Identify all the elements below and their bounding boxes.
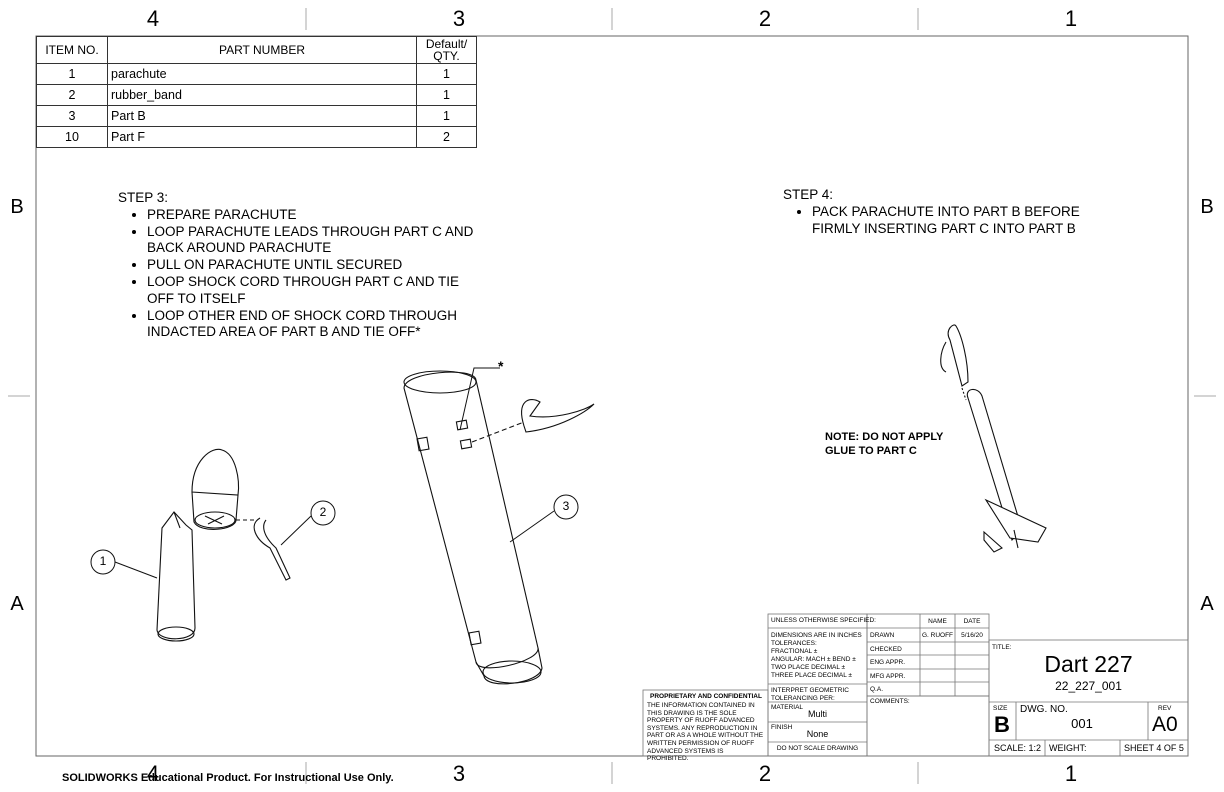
two-place-label: TWO PLACE DECIMAL ± <box>771 664 846 671</box>
zone-label-top: 3 <box>452 6 466 31</box>
rev-value: A0 <box>1152 713 1178 736</box>
dimensions-note: DIMENSIONS ARE IN INCHES <box>771 632 862 639</box>
dwg-no-label: DWG. NO. <box>1020 704 1068 715</box>
solidworks-watermark: SOLIDWORKS Educational Product. For Inst… <box>62 772 394 784</box>
material-label: MATERIAL <box>771 704 804 711</box>
zone-label-top: 2 <box>758 6 772 31</box>
bom-header-qty: Default/ QTY. <box>416 36 477 64</box>
unless-specified: UNLESS OTHERWISE SPECIFIED: <box>771 617 876 624</box>
zone-label-bottom: 3 <box>452 761 466 786</box>
step-4-instructions: STEP 4: PACK PARACHUTE INTO PART B BEFOR… <box>783 187 1093 237</box>
material-value: Multi <box>807 709 827 719</box>
proprietary-title: PROPRIETARY AND CONFIDENTIAL <box>650 693 762 700</box>
date-header: DATE <box>963 618 981 625</box>
finish-label: FINISH <box>771 724 793 731</box>
size-value: B <box>994 712 1010 737</box>
mfg-appr-label: MFG APPR. <box>870 673 906 680</box>
finish-value: None <box>806 729 829 739</box>
drawn-date: 5/16/20 <box>961 632 983 639</box>
step-3-item: LOOP OTHER END OF SHOCK CORD THROUGH IND… <box>147 308 478 342</box>
rev-label: REV <box>1158 705 1172 712</box>
dwg-no-value: 001 <box>1071 716 1093 731</box>
zone-label-left: A <box>10 593 24 615</box>
bom-qty: 2 <box>416 126 477 148</box>
proprietary-text: THE INFORMATION CONTAINED IN THIS DRAWIN… <box>647 702 764 763</box>
qa-label: Q.A. <box>870 686 884 693</box>
drawn-name: G. RUOFF <box>921 632 954 639</box>
step-3-item: LOOP SHOCK CORD THROUGH PART C AND TIE O… <box>147 274 478 308</box>
angular-label: ANGULAR: MACH ± BEND ± <box>771 656 856 663</box>
weight-label: WEIGHT: <box>1049 743 1087 753</box>
checked-label: CHECKED <box>870 646 902 653</box>
bom-part: Part B <box>107 105 417 127</box>
zone-label-top: 4 <box>146 6 160 31</box>
zone-label-bottom: 4 <box>146 761 160 786</box>
drawn-label: DRAWN <box>870 632 895 639</box>
step-4-title: STEP 4: <box>783 187 834 202</box>
step-3-title: STEP 3: <box>118 190 169 205</box>
bill-of-materials-table: ITEM NO. PART NUMBER Default/ QTY. 1 par… <box>36 36 477 148</box>
size-label: SIZE <box>993 705 1008 712</box>
zone-label-left: B <box>10 196 24 218</box>
step-3-item: PULL ON PARACHUTE UNTIL SECURED <box>147 257 478 274</box>
zone-label-right: B <box>1200 196 1214 218</box>
bom-row: 2 rubber_band 1 <box>36 84 477 106</box>
interpret-label: INTERPRET GEOMETRIC TOLERANCING PER: <box>771 687 849 702</box>
step-4-item: PACK PARACHUTE INTO PART B BEFORE FIRMLY… <box>812 204 1093 238</box>
fractional-label: FRACTIONAL ± <box>771 648 818 655</box>
title-label: TITLE: <box>992 644 1012 651</box>
bom-header-part: PART NUMBER <box>107 36 417 64</box>
bom-part: Part F <box>107 126 417 148</box>
step-3-item: LOOP PARACHUTE LEADS THROUGH PART C AND … <box>147 224 478 258</box>
balloon-label: 1 <box>99 554 107 568</box>
eng-appr-label: ENG APPR. <box>870 659 906 666</box>
sheet-label: SHEET 4 OF 5 <box>1124 743 1184 753</box>
zone-label-bottom: 1 <box>1064 761 1078 786</box>
zone-label-right: A <box>1200 593 1214 615</box>
balloon-label: 3 <box>562 499 570 513</box>
three-place-label: THREE PLACE DECIMAL ± <box>771 672 852 679</box>
bom-qty: 1 <box>416 63 477 85</box>
comments-label: COMMENTS: <box>870 698 910 705</box>
drawing-subtitle: 22_227_001 <box>1055 679 1122 693</box>
scale-label: SCALE: 1:2 <box>994 743 1042 753</box>
no-scale-note: DO NOT SCALE DRAWING <box>776 745 859 752</box>
bom-part: parachute <box>107 63 417 85</box>
bom-row: 10 Part F 2 <box>36 126 477 148</box>
bom-row: 3 Part B 1 <box>36 105 477 127</box>
drawing-title: Dart 227 <box>1044 651 1133 677</box>
step-3-item: PREPARE PARACHUTE <box>147 207 478 224</box>
zone-label-bottom: 2 <box>758 761 772 786</box>
bom-row: 1 parachute 1 <box>36 63 477 85</box>
name-header: NAME <box>928 618 947 625</box>
tolerances-label: TOLERANCES: <box>771 640 817 647</box>
step-3-instructions: STEP 3: PREPARE PARACHUTE LOOP PARACHUTE… <box>118 190 478 341</box>
balloon-label: 2 <box>319 505 327 519</box>
asterisk-marker: * <box>498 358 504 374</box>
glue-note: NOTE: DO NOT APPLY GLUE TO PART C <box>825 431 944 457</box>
zone-label-top: 1 <box>1064 6 1078 31</box>
